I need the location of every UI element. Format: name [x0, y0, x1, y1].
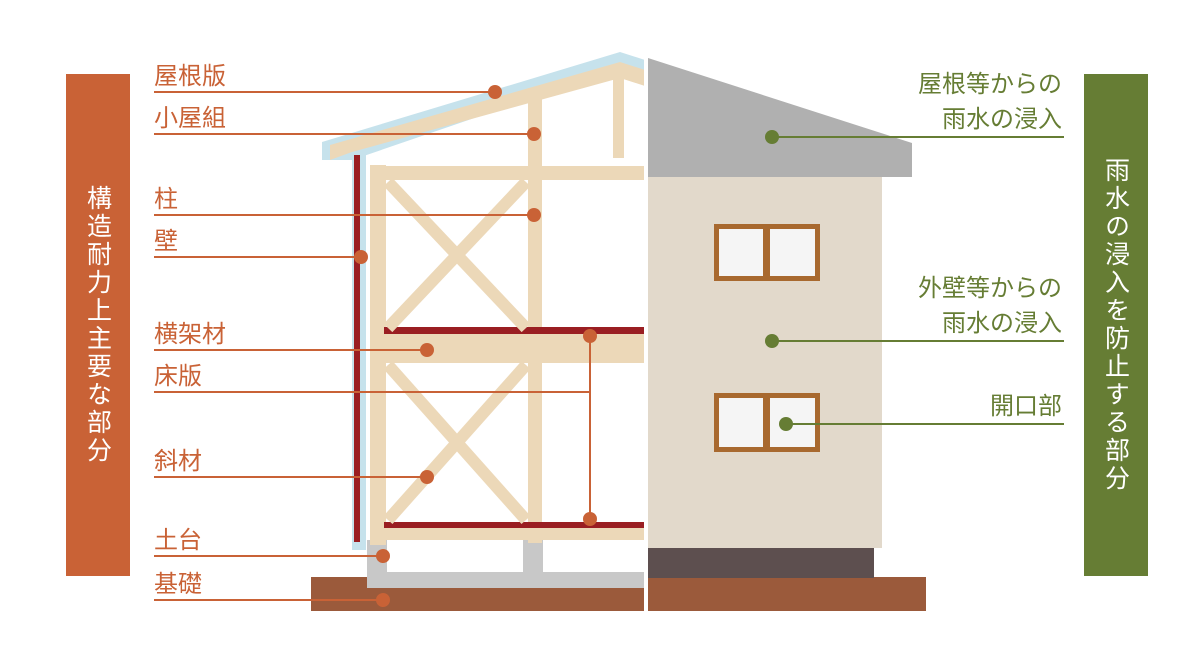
sill-beam	[384, 522, 645, 529]
exterior-view	[648, 58, 926, 611]
label-roof-board: 屋根版	[154, 62, 226, 90]
post-center	[528, 88, 542, 543]
structure-dots	[354, 85, 597, 607]
base-dark	[648, 548, 874, 578]
structural-parts-title: 構造耐力上主要な部分	[83, 185, 113, 465]
structural-parts-panel: 構造耐力上主要な部分	[66, 74, 130, 576]
dot-floor-lower	[583, 512, 597, 526]
label-opening: 開口部	[990, 392, 1062, 420]
dot-roof-board	[488, 85, 502, 99]
floor-beam-red	[384, 327, 645, 334]
dot-foundation	[376, 593, 390, 607]
dot-wall	[354, 250, 368, 264]
label-foundation: 基礎	[154, 570, 202, 598]
dot-roof-frame	[527, 127, 541, 141]
upper-braces	[383, 177, 531, 333]
label-floor: 床版	[154, 362, 202, 390]
label-brace: 斜材	[154, 447, 202, 475]
ground-right	[648, 577, 926, 611]
label-wall-water-line2: 雨水の浸入	[942, 309, 1062, 337]
label-roof-water-line1: 屋根等からの	[918, 70, 1062, 98]
structure-leaders	[154, 91, 591, 601]
label-roof-frame: 小屋組	[154, 104, 226, 132]
water-dots	[765, 130, 793, 431]
roof-gray	[648, 58, 912, 177]
window-upper	[714, 224, 820, 281]
post-left	[370, 165, 386, 545]
dot-roof-water	[765, 130, 779, 144]
top-plate	[370, 166, 645, 180]
label-wall: 壁	[154, 227, 178, 255]
water-leaders	[772, 136, 1064, 425]
sill-wood	[370, 528, 645, 540]
label-roof-water-line2: 雨水の浸入	[942, 105, 1062, 133]
wall-red-line	[354, 155, 360, 542]
label-post: 柱	[154, 185, 178, 213]
label-beam: 横架材	[154, 320, 226, 348]
label-sill: 土台	[154, 526, 202, 554]
lower-braces	[383, 361, 531, 524]
waterproof-parts-title: 雨水の浸入を防止する部分	[1101, 157, 1131, 493]
foundation-post-mid	[523, 540, 543, 588]
dot-post	[527, 208, 541, 222]
dot-opening	[779, 417, 793, 431]
waterproof-parts-panel: 雨水の浸入を防止する部分	[1084, 74, 1148, 576]
window-lower	[714, 393, 820, 452]
dot-floor-upper	[583, 329, 597, 343]
roof-strut	[613, 78, 624, 158]
label-wall-water-line1: 外壁等からの	[918, 274, 1062, 302]
dot-wall-water	[765, 334, 779, 348]
dot-sill	[376, 549, 390, 563]
dot-beam	[420, 343, 434, 357]
dot-brace	[420, 470, 434, 484]
roof-board	[330, 62, 645, 160]
foundation-post-left	[367, 540, 387, 588]
foundation-left	[367, 572, 645, 588]
center-divider	[644, 52, 648, 612]
